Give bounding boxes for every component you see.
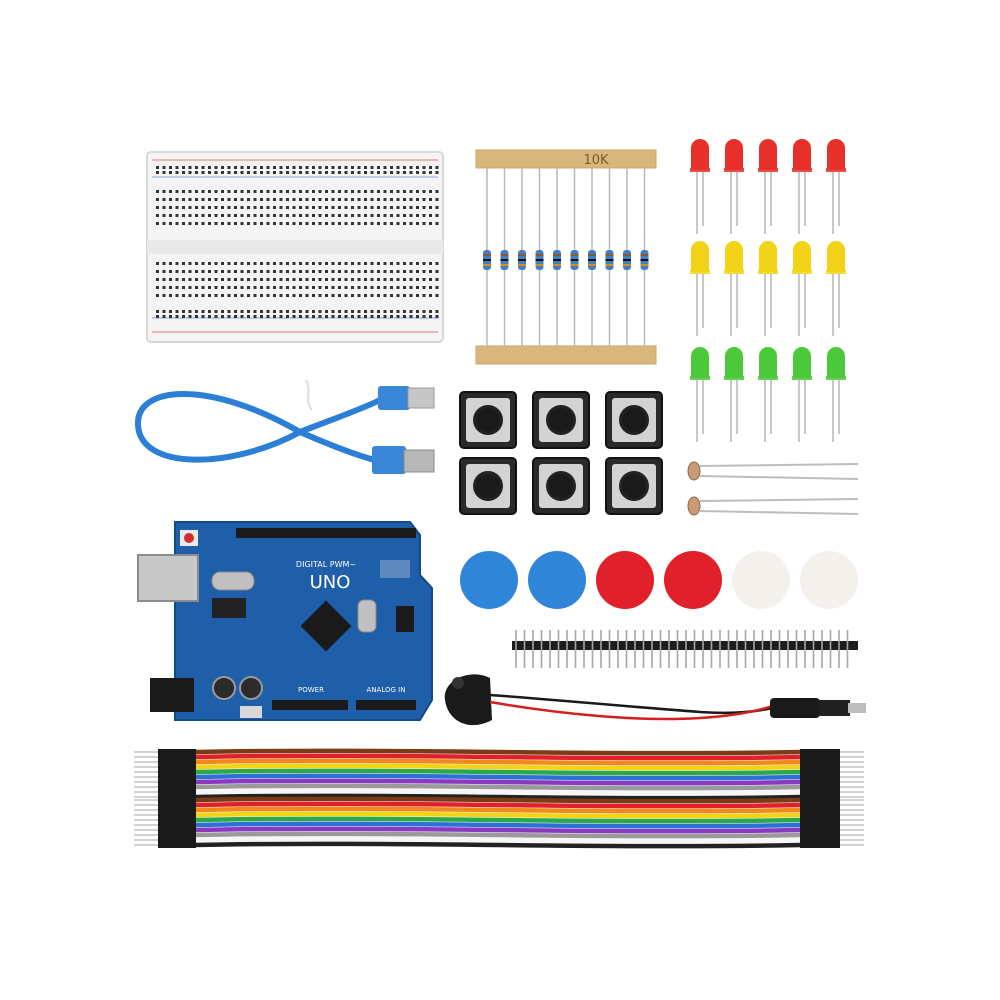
green-led [690,347,710,442]
icsp-header [396,606,414,632]
analog-header [356,700,416,710]
tactile-switch [459,391,517,449]
jumper-wire [134,773,864,781]
board-model-label: UNO [310,572,351,593]
header-pin-strip [512,630,858,668]
crystal-oscillator [211,571,255,591]
yellow-led [826,241,846,336]
resistor [535,168,544,346]
jumper-wire-ribbon [134,748,864,849]
resistor [518,168,526,346]
red-led [792,139,812,234]
jumper-wire [134,748,864,756]
white-button-cap [732,551,790,609]
blue-button-cap [528,551,586,609]
battery-clip-cable [444,674,866,726]
jumper-wire [134,783,864,791]
microcontroller-chip [300,600,352,652]
red-led [724,139,744,234]
photoresistor [687,496,859,516]
green-led [758,347,778,442]
photoresistor [687,461,859,481]
power-header-label: POWER [298,686,324,694]
red-button-cap [596,551,654,609]
tactile-switch [532,457,590,515]
yellow-led [792,241,812,336]
jumper-wire [134,826,864,834]
blue-button-cap [460,551,518,609]
jumper-wire [134,836,864,844]
resistor [553,168,561,346]
jumper-wire [134,768,864,776]
green-led [724,347,744,442]
red-led [826,139,846,234]
jumper-wire [134,821,864,829]
resistor-tape-label: 10K [583,153,609,168]
resistor [570,168,579,346]
arduino-uno-board: UNO DIGITAL PWM~ POWER ANALOG IN [137,521,433,721]
tactile-switches [459,391,663,515]
button-caps [460,551,858,609]
digital-header [236,528,416,538]
yellow-led [690,241,710,336]
dc-barrel-jack [150,678,194,712]
jumper-wire [134,758,864,766]
jumper-wire [134,806,864,814]
jumper-wire [134,753,864,761]
photoresistors [687,461,859,516]
jumper-wire [134,816,864,824]
resistor [640,168,649,346]
jumper-wire [134,841,864,849]
resistor [623,168,631,346]
red-led [758,139,778,234]
red-led [690,139,710,234]
jumper-wire [134,778,864,786]
dc-barrel-plug [770,698,820,718]
resistor [605,168,614,346]
usb-chip [212,598,246,618]
jumper-wire [134,788,864,796]
jumper-wire [134,796,864,804]
tactile-switch [605,391,663,449]
tactile-switch [532,391,590,449]
reset-button [184,533,194,543]
usb-b-port [137,554,199,602]
jumper-wire [134,763,864,771]
power-header [272,700,348,710]
resistor [483,168,491,346]
led-grid [690,139,846,442]
green-led [826,347,846,442]
red-button-cap [664,551,722,609]
capacitor [239,676,263,700]
yellow-led [724,241,744,336]
breadboard [146,151,444,343]
capacitor [212,676,236,700]
resistor [588,168,596,346]
usb-cable [134,379,435,474]
digital-header-label: DIGITAL PWM~ [296,560,356,569]
green-led [792,347,812,442]
jumper-wire [134,811,864,819]
jumper-wire [134,831,864,839]
jumper-wire [134,801,864,809]
analog-header-label: ANALOG IN [367,686,406,694]
resistor-strip: 10K [475,149,657,365]
yellow-led [758,241,778,336]
resistor [500,168,509,346]
white-button-cap [800,551,858,609]
tactile-switch [459,457,517,515]
tactile-switch [605,457,663,515]
